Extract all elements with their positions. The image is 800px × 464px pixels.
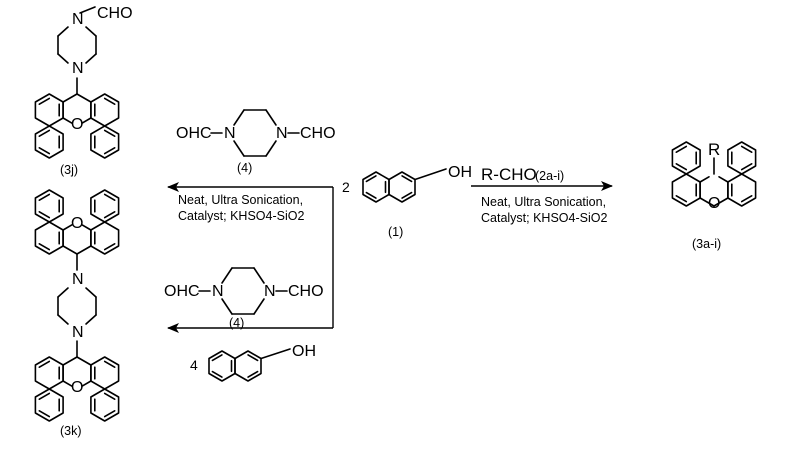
oxygen-label: O: [71, 379, 83, 396]
nitrogen-label: N: [212, 283, 224, 300]
right-formyl-group: CHO: [300, 125, 336, 142]
reagent-rcho: R-CHO: [481, 165, 537, 184]
hydroxyl-label: OH: [292, 343, 316, 360]
nitrogen-label: N: [72, 271, 84, 288]
compound-3a-i: R O (3a-i): [671, 140, 757, 251]
hydroxyl-label: OH: [448, 164, 472, 181]
upper-conditions-line-2: Catalyst; KHSO4-SiO2: [178, 209, 304, 223]
substituent-r: R: [708, 140, 720, 159]
left-bracket-arrows: 2 4 Neat, Ultra Sonication, Catalyst; KH…: [167, 179, 350, 373]
left-formyl-group: OHC: [164, 283, 200, 300]
reagent-label-2a-i: (2a-i): [535, 169, 564, 183]
compound-3j: N CHO N O (3j): [34, 5, 133, 177]
lower-reagent-label: (4): [229, 316, 244, 330]
upper-reagent-label: (4): [237, 161, 252, 175]
nitrogen-label: N: [276, 125, 288, 142]
oxygen-label: O: [708, 195, 720, 212]
left-formyl-group: OHC: [176, 125, 212, 142]
coefficient-4: 4: [190, 357, 198, 373]
reagent-4-lower: OHC N N CHO (4): [164, 267, 324, 330]
nitrogen-label: N: [72, 11, 84, 28]
formyl-group: CHO: [97, 5, 133, 22]
nitrogen-label: N: [224, 125, 236, 142]
right-reaction-arrow: R-CHO (2a-i) Neat, Ultra Sonication, Cat…: [471, 165, 613, 225]
conditions-line-2: Catalyst; KHSO4-SiO2: [481, 211, 607, 225]
upper-conditions-line-1: Neat, Ultra Sonication,: [178, 193, 303, 207]
nitrogen-label: N: [72, 60, 84, 77]
compound-3a-i-label: (3a-i): [692, 237, 721, 251]
naphthol-lower: OH: [208, 343, 316, 382]
conditions-line-1: Neat, Ultra Sonication,: [481, 195, 606, 209]
compound-1-naphthol: OH (1): [362, 164, 472, 239]
nitrogen-label: N: [72, 324, 84, 341]
reagent-4-upper: (4) OHC N N CHO: [176, 109, 336, 175]
oxygen-label: O: [71, 215, 83, 232]
oxygen-label: O: [71, 116, 83, 133]
coefficient-2: 2: [342, 179, 350, 195]
compound-3k: O N N O (3k): [34, 189, 120, 438]
compound-1-label: (1): [388, 225, 403, 239]
compound-3k-label: (3k): [60, 424, 82, 438]
compound-3j-label: (3j): [60, 163, 78, 177]
nitrogen-label: N: [264, 283, 276, 300]
right-formyl-group: CHO: [288, 283, 324, 300]
